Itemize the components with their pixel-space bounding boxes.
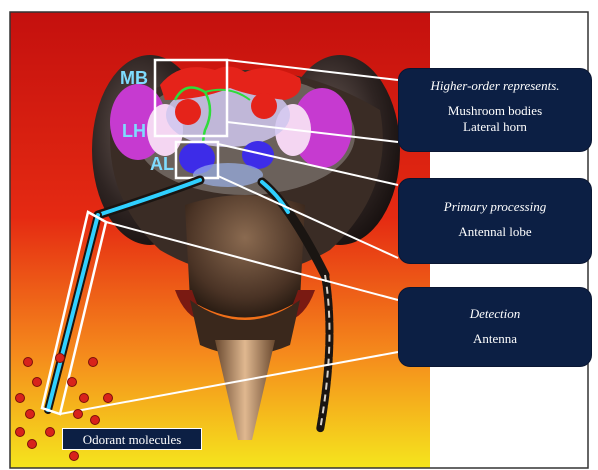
odorant-dot [26,410,35,419]
odorant-dot [16,428,25,437]
odorant-dot [104,394,113,403]
callout-primary-processing: Primary processing Antennal lobe [398,178,592,264]
callout-title: Higher-order represents. [399,78,591,94]
left-mushroom-body [175,99,201,125]
odorant-dot [33,378,42,387]
callout-title: Detection [399,306,591,322]
odorant-dot [74,410,83,419]
label-al: AL [150,154,174,174]
callout-higher-order: Higher-order represents. Mushroom bodies… [398,68,592,152]
callout-detection: Detection Antenna [398,287,592,367]
odorant-dot [91,416,100,425]
callout-line: Mushroom bodies [399,103,591,119]
callout-line: Antenna [399,331,591,347]
label-mb: MB [120,68,148,88]
subesophageal-region [193,163,263,187]
right-mushroom-body [251,93,277,119]
callout-line: Antennal lobe [399,224,591,240]
odorant-molecules-label: Odorant molecules [62,428,202,450]
odorant-dot [89,358,98,367]
odorant-dot [16,394,25,403]
odorant-dot [56,354,65,363]
odorant-dot [80,394,89,403]
odorant-dot [28,440,37,449]
odorant-dot [70,452,79,461]
odorant-dot [46,428,55,437]
odorant-dot [68,378,77,387]
callout-line: Lateral horn [399,119,591,135]
label-lh: LH [122,121,146,141]
callout-title: Primary processing [399,199,591,215]
odorant-dot [24,358,33,367]
